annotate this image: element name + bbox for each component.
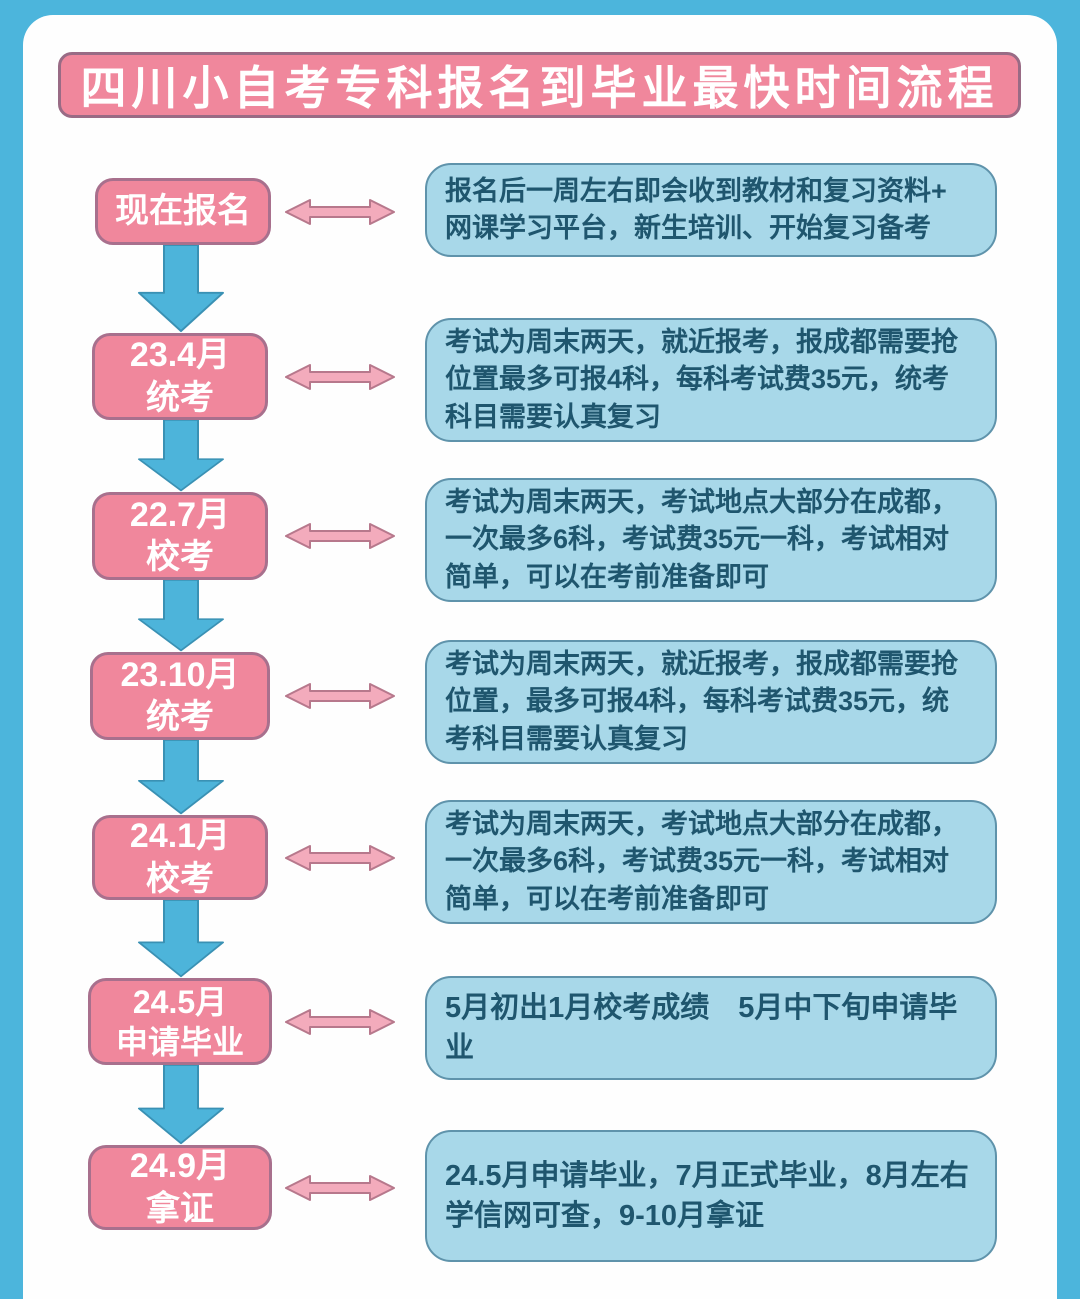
info-text: 24.5月申请毕业，7月正式毕业，8月左右 学信网可查，9-10月拿证 [445, 1159, 969, 1232]
down-arrow-icon [138, 420, 224, 492]
double-arrow-icon [285, 845, 395, 871]
info-box-get-certificate: 24.5月申请毕业，7月正式毕业，8月左右 学信网可查，9-10月拿证 [425, 1130, 997, 1262]
double-arrow-icon [285, 1009, 395, 1035]
flow-node-oct23-unified-exam: 23.10月 统考 [90, 652, 270, 740]
info-text: 考试为周末两天，就近报考，报成都需要抢 位置最多可报4科，每科考试费35元，统考… [445, 327, 958, 432]
down-arrow-icon [138, 740, 224, 815]
poster-card: 四川小自考专科报名到毕业最快时间流程 现在报名 报名后一周左右即会收到教材和复习… [23, 15, 1057, 1299]
down-arrow-icon [138, 245, 224, 333]
info-text: 考试为周末两天，考试地点大部分在成都， 一次最多6科，考试费35元一科，考试相对… [445, 487, 958, 592]
double-arrow-icon [285, 523, 395, 549]
flow-node-jul-school-exam: 22.7月 校考 [92, 492, 268, 580]
down-arrow-icon [138, 900, 224, 978]
info-text: 报名后一周左右即会收到教材和复习资料+ 网课学习平台，新生培训、开始复习备考 [445, 175, 947, 243]
double-arrow-icon [285, 364, 395, 390]
flow-node-sep24-get-certificate: 24.9月 拿证 [88, 1145, 272, 1230]
down-arrow-icon [138, 1065, 224, 1145]
info-text: 考试为周末两天，就近报考，报成都需要抢 位置，最多可报4科，每科考试费35元，统… [445, 649, 958, 754]
down-arrow-icon [138, 580, 224, 652]
info-text: 考试为周末两天，考试地点大部分在成都， 一次最多6科，考试费35元一科，考试相对… [445, 809, 958, 914]
info-box-register: 报名后一周左右即会收到教材和复习资料+ 网课学习平台，新生培训、开始复习备考 [425, 163, 997, 257]
double-arrow-icon [285, 1175, 395, 1201]
flow-node-may24-apply-graduation: 24.5月 申请毕业 [88, 978, 272, 1065]
flow-node-apr23-unified-exam: 23.4月 统考 [92, 333, 268, 420]
info-box-apply-graduation: 5月初出1月校考成绩 5月中下旬申请毕业 [425, 976, 997, 1080]
flow-node-jan24-school-exam: 24.1月 校考 [92, 815, 268, 900]
double-arrow-icon [285, 683, 395, 709]
info-box-unified-exam-2: 考试为周末两天，就近报考，报成都需要抢 位置，最多可报4科，每科考试费35元，统… [425, 640, 997, 764]
double-arrow-icon [285, 199, 395, 225]
info-box-school-exam-2: 考试为周末两天，考试地点大部分在成都， 一次最多6科，考试费35元一科，考试相对… [425, 800, 997, 924]
info-box-school-exam-1: 考试为周末两天，考试地点大部分在成都， 一次最多6科，考试费35元一科，考试相对… [425, 478, 997, 602]
info-text: 5月初出1月校考成绩 5月中下旬申请毕业 [445, 991, 958, 1064]
flow-node-register-now: 现在报名 [95, 178, 271, 245]
info-box-unified-exam-1: 考试为周末两天，就近报考，报成都需要抢 位置最多可报4科，每科考试费35元，统考… [425, 318, 997, 442]
page-title: 四川小自考专科报名到毕业最快时间流程 [58, 52, 1021, 118]
